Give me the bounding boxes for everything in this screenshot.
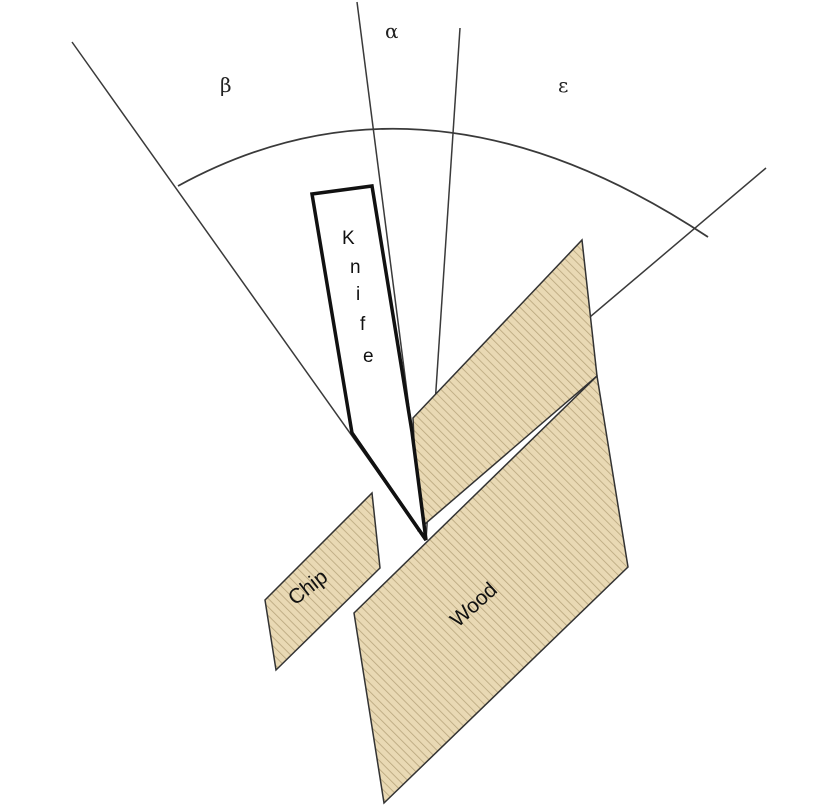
angle-arc [177,127,709,238]
knife-letter: i [356,284,360,305]
beta-label: β [220,73,232,97]
knife-letter: e [363,346,374,367]
knife-letter: K [342,228,355,249]
wood-main-block [353,374,629,805]
chip-block [264,491,381,672]
knife-letter: f [360,314,366,335]
knife-edge [350,432,428,541]
knife-letter: n [350,257,361,278]
epsilon-label: ε [558,73,568,97]
knife-body [309,184,428,541]
alpha-label: α [385,19,399,43]
